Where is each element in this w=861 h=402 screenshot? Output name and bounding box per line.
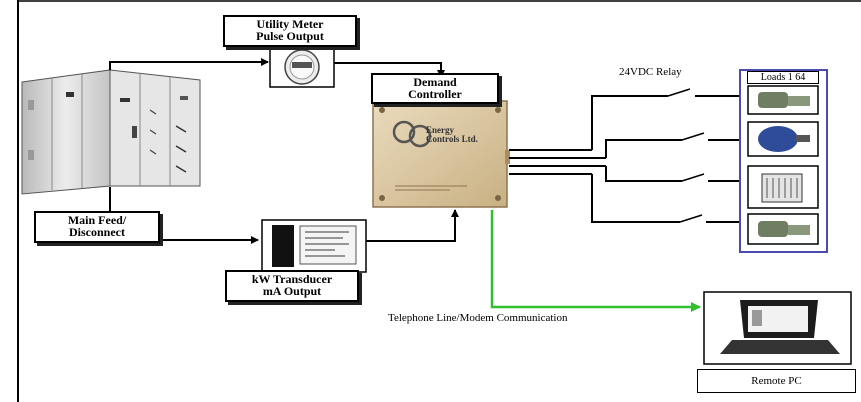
- switchgear-cabinet-image: [22, 70, 200, 194]
- load-heater-image: [748, 166, 818, 208]
- load-motor-image: [748, 122, 818, 156]
- utility-meter-image: [270, 47, 334, 87]
- demand-controller-enclosure-image: [373, 101, 510, 207]
- load-pump-2-image: [748, 214, 818, 244]
- telephone-label: Telephone Line/Modem Communication: [388, 312, 567, 324]
- main-feed-label: Main Feed/ Disconnect: [34, 211, 160, 243]
- demand-controller-label: Demand Controller: [371, 73, 499, 104]
- relay-label: 24VDC Relay: [619, 66, 682, 78]
- relay-wiring: [509, 96, 741, 222]
- kw-transducer-image: [262, 220, 366, 272]
- telephone-line: [492, 210, 700, 307]
- load-pump-1-image: [748, 86, 818, 114]
- kw-transducer-label: kW Transducer mA Output: [225, 270, 359, 302]
- arrow-transducer-to-controller: [366, 210, 455, 241]
- arrow-cabinet-to-meter: [110, 62, 268, 70]
- controller-brand-text: Energy Controls Ltd.: [426, 126, 488, 144]
- utility-meter-label: Utility Meter Pulse Output: [223, 15, 357, 47]
- loads-label: Loads 1 64: [747, 71, 819, 84]
- relay-switch-contacts: [668, 89, 704, 222]
- remote-pc-label: Remote PC: [697, 369, 856, 393]
